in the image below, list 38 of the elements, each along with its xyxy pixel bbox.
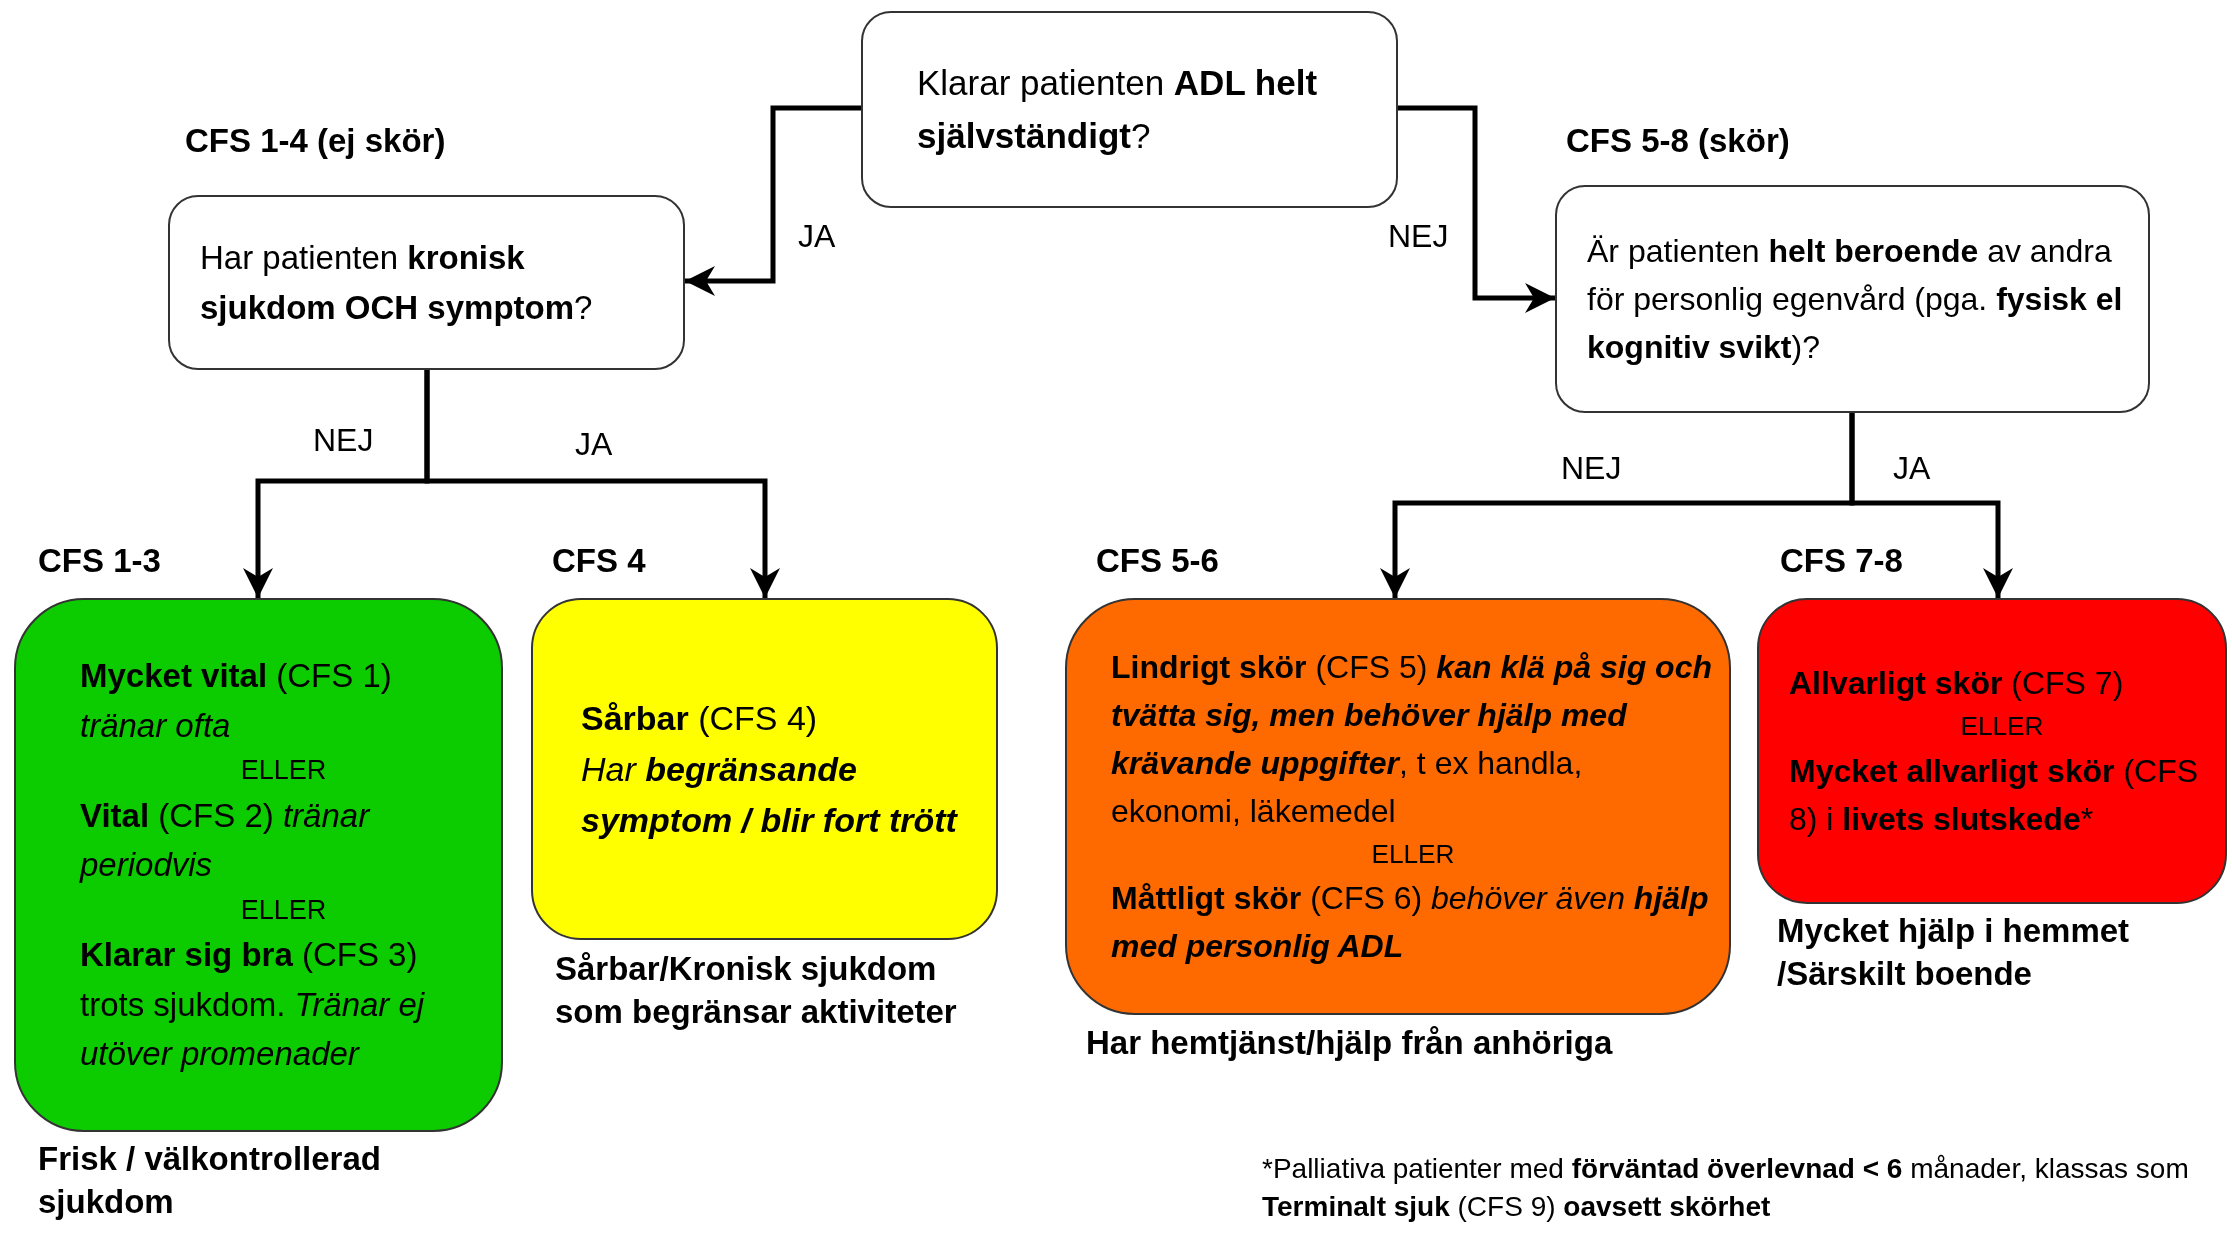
box-text: Klarar sig bra (CFS 3) trots sjukdom. Tränar ej utöver promenader (80, 935, 426, 1075)
arrow (1398, 105, 1555, 313)
separator-text: ELLER (1370, 837, 1456, 871)
box-text: Mycket allvarligt skör (CFS 8) i livets slutskede* (1789, 751, 2200, 839)
question-box (168, 195, 685, 370)
box-text: Har begränsande symptom / blir fort trött (581, 748, 959, 841)
category-box (1757, 598, 2227, 904)
box-text: Allvarligt skör (CFS 7) (1789, 664, 2125, 704)
box-text: Sårbar (CFS 4) (581, 697, 819, 739)
arrow (424, 370, 780, 598)
footnote: *Palliativa patienter med förväntad överlevnad < 6 månader, klassas som Terminalt sjuk (CFS 9) oavsett skörhet (1262, 1152, 2190, 1224)
separator-text: ELLER (239, 893, 328, 927)
category-heading: CFS 5-8 (skör) (1566, 121, 1791, 161)
category-heading: CFS 1-3 (38, 541, 162, 581)
category-box (14, 598, 503, 1132)
separator-text: ELLER (239, 754, 328, 788)
question-box (1555, 185, 2150, 413)
arrow (1849, 413, 2013, 598)
question-box (861, 11, 1398, 208)
box-text: Lindrigt skör (CFS 5) kan klä på sig och tvätta sig, men behöver hjälp med krävande uppgifter, t ex handla, ekonomi, läkemedel (1111, 647, 1713, 831)
box-text: Klarar patienten ADL helt självständigt? (917, 62, 1319, 157)
box-caption: Mycket hjälp i hemmet /Särskilt boende (1777, 911, 2131, 994)
category-heading: CFS 1-4 (ej skör) (185, 121, 447, 161)
box-text: Vital (CFS 2) tränar periodvis (80, 795, 372, 886)
box-caption: Har hemtjänst/hjälp från anhöriga (1086, 1023, 1614, 1063)
category-heading: CFS 5-6 (1096, 541, 1220, 581)
category-heading: CFS 4 (552, 541, 647, 581)
arrow (685, 105, 861, 296)
box-text: Mycket vital (CFS 1) tränar ofta (80, 656, 393, 746)
box-caption: Frisk / välkontrollerad sjukdom (38, 1139, 382, 1222)
separator-text: ELLER (1959, 710, 2045, 744)
box-text: Har patienten kronisk sjukdom OCH symptom? (200, 238, 594, 328)
box-text: Måttligt skör (CFS 6) behöver även hjälp med personlig ADL (1111, 879, 1710, 967)
category-box (1065, 598, 1731, 1015)
category-box (531, 598, 998, 940)
category-heading: CFS 7-8 (1780, 541, 1904, 581)
box-text: Är patienten helt beroende av andra för personlig egenvård (pga. fysisk el kognitiv svikt)? (1587, 232, 2124, 367)
box-caption: Sårbar/Kronisk sjukdom som begränsar aktiviteter (555, 949, 958, 1032)
